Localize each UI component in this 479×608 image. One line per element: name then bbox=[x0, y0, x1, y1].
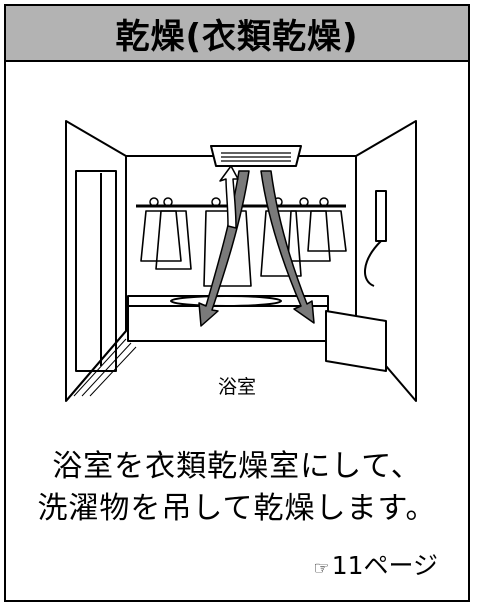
description-line-1: 浴室を衣類乾燥室にして、 bbox=[52, 449, 422, 484]
page-reference[interactable]: ☞11ページ bbox=[314, 546, 438, 582]
dryer-info-card: 乾燥(衣類乾燥) bbox=[4, 4, 470, 602]
page-reference-text: 11ページ bbox=[331, 551, 438, 580]
description-text: 浴室を衣類乾燥室にして、 洗濯物を吊して乾燥します。 bbox=[6, 446, 468, 530]
bathroom-drying-illustration bbox=[65, 120, 417, 402]
section-header: 乾燥(衣類乾燥) bbox=[6, 6, 468, 62]
pointing-hand-icon: ☞ bbox=[313, 558, 330, 579]
section-title: 乾燥(衣類乾燥) bbox=[115, 16, 359, 57]
description-line-2: 洗濯物を吊して乾燥します。 bbox=[37, 491, 437, 526]
illustration-caption: 浴室 bbox=[217, 376, 256, 398]
